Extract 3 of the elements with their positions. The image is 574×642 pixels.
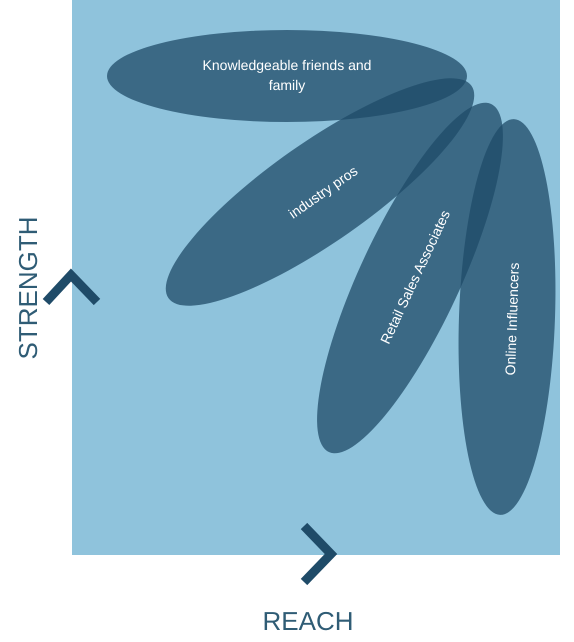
axis-label: REACH bbox=[262, 606, 354, 636]
area-label: Online Influencers bbox=[500, 254, 524, 384]
axis-label: STRENGTH bbox=[13, 216, 43, 360]
